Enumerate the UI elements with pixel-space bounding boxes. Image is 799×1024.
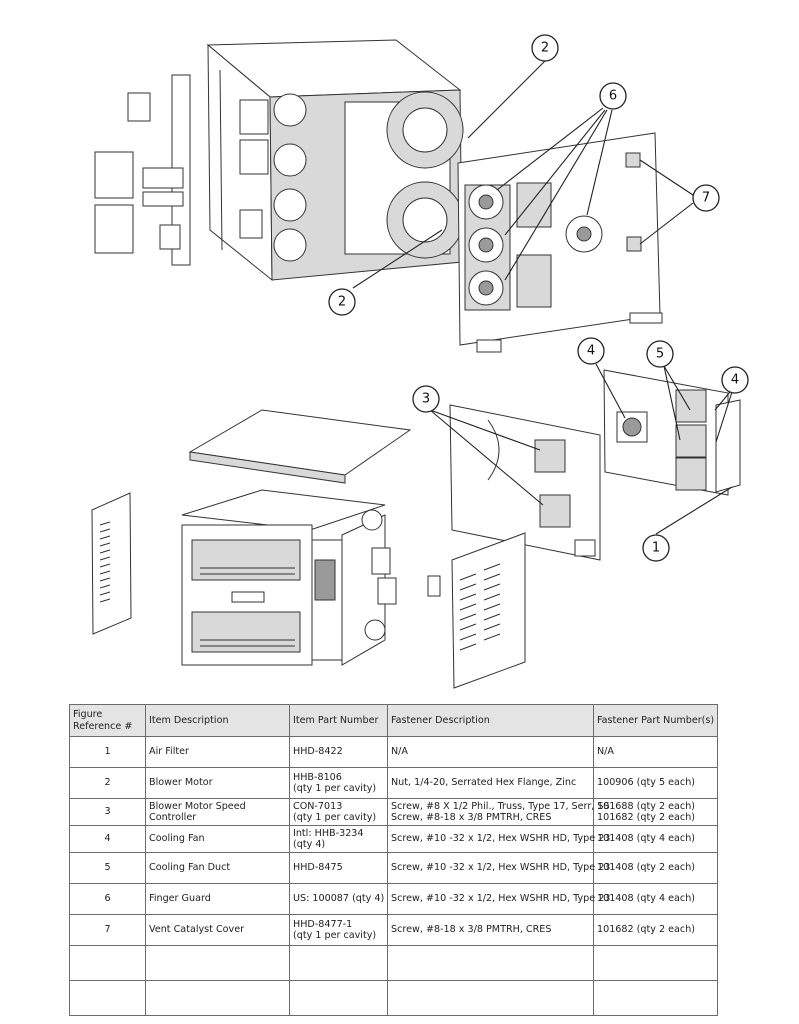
cell-ref: 3 [69,798,146,826]
callout-4-left: 4 [577,337,605,365]
exploded-parts-diagram: 2 6 7 2 4 5 4 3 1 [91,34,749,689]
callout-4-right: 4 [721,366,749,394]
callout-6: 6 [599,82,627,110]
cell-description: Vent Catalyst Cover [145,914,290,946]
control-components-left [94,74,191,266]
cell-fastener-part: 101688 (qty 2 each)101682 (qty 2 each) [593,798,718,826]
table-row: 4 Cooling Fan Intl: HHB-3234(qty 4) Scre… [69,825,718,853]
cell-fastener-part: 101408 (qty 4 each) [593,883,718,915]
table-row-empty [69,980,718,1016]
cell-fastener-part: 101682 (qty 2 each) [593,914,718,946]
callout-7: 7 [692,184,720,212]
cell-fastener: Screw, #10 -32 x 1/2, Hex WSHR HD, Type … [387,883,610,915]
cell-fastener-part [593,980,718,1016]
header-fastener-description: Fastener Description [387,704,594,737]
cell-fastener-part: N/A [593,736,718,768]
cell-description [145,945,290,981]
header-item-part-number: Item Part Number [289,704,388,737]
leader-lines [352,60,733,535]
callout-3: 3 [412,385,440,413]
cell-part: HHD-8422 [289,736,388,768]
cell-fastener: Screw, #8-18 x 3/8 PMTRH, CRES [387,914,594,946]
cell-description: Cooling Fan Duct [145,852,290,884]
callout-1: 1 [642,534,670,562]
cell-ref: 5 [69,852,146,884]
cell-ref [69,980,146,1016]
callout-label: 3 [422,392,430,407]
cell-ref [69,945,146,981]
callout-2-top: 2 [531,34,559,62]
oven-chassis-rear [206,39,464,282]
cell-part [289,980,388,1016]
parts-table: Figure Reference # Item Description Item… [69,704,718,1016]
table-header-row: Figure Reference # Item Description Item… [69,704,718,737]
callout-label: 4 [587,344,595,359]
table-row: 5 Cooling Fan Duct HHD-8475 Screw, #10 -… [69,852,718,884]
cell-part: US: 100087 (qty 4) [289,883,388,915]
cell-ref: 4 [69,825,146,853]
cell-part: HHB-8106(qty 1 per cavity) [289,767,388,799]
cell-description: Cooling Fan [145,825,290,853]
cell-description: Finger Guard [145,883,290,915]
cell-description: Air Filter [145,736,290,768]
vent-catalyst-covers [625,152,642,252]
callout-label: 2 [338,295,346,310]
callout-label: 5 [656,347,664,362]
callout-label: 7 [702,191,710,206]
header-fastener-part-numbers: Fastener Part Number(s) [593,704,718,737]
header-item-description: Item Description [145,704,290,737]
electrical-components-front [371,547,441,605]
callout-5: 5 [646,340,674,368]
table-row: 6 Finger Guard US: 100087 (qty 4) Screw,… [69,883,718,915]
callout-label: 6 [609,89,617,104]
table-row: 3 Blower Motor Speed Controller CON-7013… [69,798,718,826]
left-side-vent-panel [91,492,132,635]
cell-part: HHD-8477-1(qty 1 per cavity) [289,914,388,946]
table-row-empty [69,945,718,981]
cell-fastener-part: 100906 (qty 5 each) [593,767,718,799]
oven-front-body [181,489,386,666]
table-row: 1 Air Filter HHD-8422 N/A N/A [69,736,718,768]
cell-part [289,945,388,981]
cell-description: Blower Motor [145,767,290,799]
callout-2-bottom: 2 [328,288,356,316]
table-row: 7 Vent Catalyst Cover HHD-8477-1(qty 1 p… [69,914,718,946]
cell-description: Blower Motor Speed Controller [145,798,290,826]
cell-fastener: Screw, #8 X 1/2 Phil., Truss, Type 17, S… [387,798,610,826]
cell-description [145,980,290,1016]
cell-ref: 6 [69,883,146,915]
header-figure-reference: Figure Reference # [69,704,146,737]
cell-part: Intl: HHB-3234(qty 4) [289,825,388,853]
cell-ref: 7 [69,914,146,946]
cell-fastener: Nut, 1/4-20, Serrated Hex Flange, Zinc [387,767,594,799]
right-side-vent-panel [451,532,526,689]
cell-fastener-part: 101408 (qty 4 each) [593,825,718,853]
callout-label: 4 [731,373,739,388]
cell-part: HHD-8475 [289,852,388,884]
callout-label: 2 [541,41,549,56]
cell-fastener: Screw, #10 -32 x 1/2, Hex WSHR HD, Type … [387,825,610,853]
oven-top-cover [188,409,412,484]
callout-label: 1 [652,541,660,556]
cell-fastener: Screw, #10 -32 x 1/2, Hex WSHR HD, Type … [387,852,610,884]
cell-fastener [387,945,594,981]
cell-ref: 1 [69,736,146,768]
rear-panel-with-fans [457,132,663,353]
cell-fastener-part: 101408 (qty 2 each) [593,852,718,884]
cell-fastener: N/A [387,736,594,768]
cell-ref: 2 [69,767,146,799]
cell-fastener-part [593,945,718,981]
table-row: 2 Blower Motor HHB-8106(qty 1 per cavity… [69,767,718,799]
cell-fastener [387,980,594,1016]
cell-part: CON-7013(qty 1 per cavity) [289,798,388,826]
blower-controller-panel [449,404,601,561]
